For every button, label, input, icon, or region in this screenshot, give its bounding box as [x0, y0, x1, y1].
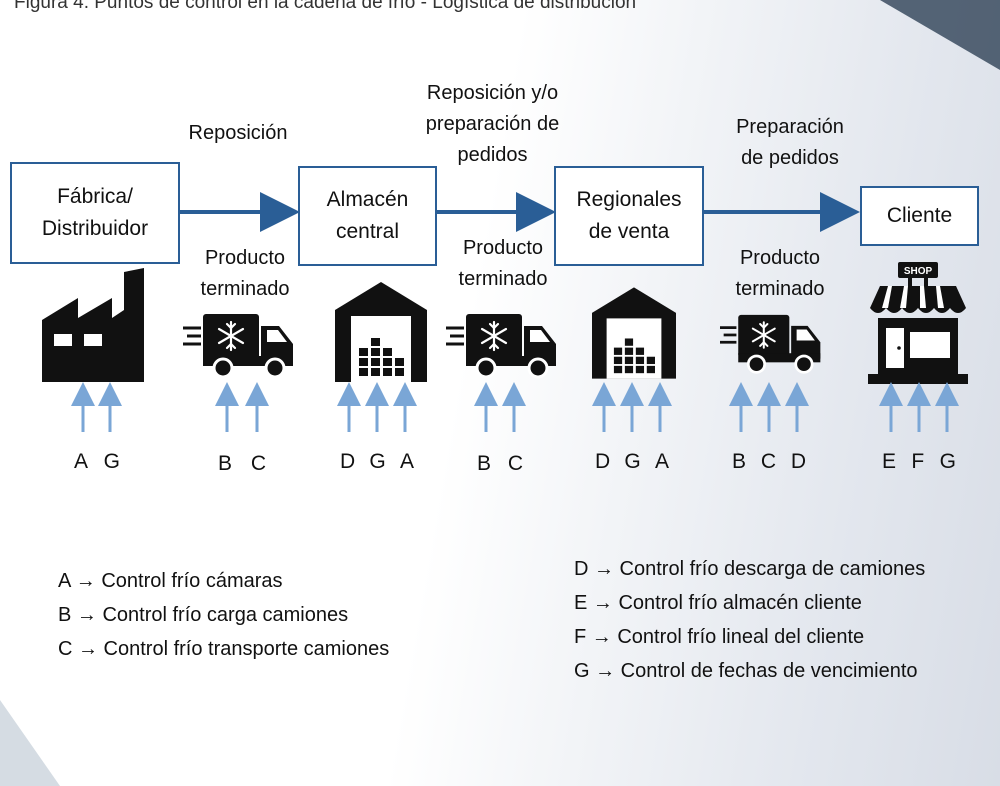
node-label-line: Regionales	[576, 188, 682, 211]
control-points-cliente: E F G	[882, 450, 956, 474]
control-letter: C	[507, 452, 523, 475]
control-points-almacen: D G A	[340, 450, 414, 474]
transport-label-1: Producto terminado	[185, 243, 305, 305]
transport-label-3: Producto terminado	[720, 243, 840, 305]
decorative-corner-bottom-left	[0, 700, 60, 786]
legend-right: D → Control frío descarga de camiones E …	[574, 552, 925, 688]
refrigerated-truck-icon	[446, 314, 556, 379]
shop-sign-text: SHOP	[904, 266, 933, 277]
control-letter: D	[340, 450, 356, 473]
control-letter: G	[369, 450, 386, 473]
legend-item: A → Control frío cámaras	[58, 570, 283, 592]
node-cliente: Cliente	[860, 186, 979, 246]
transport-label-line: terminado	[200, 278, 290, 300]
control-letter: B	[732, 450, 747, 473]
control-letter: F	[911, 450, 925, 473]
control-letter: B	[218, 452, 233, 475]
refrigerated-truck-icon	[183, 314, 293, 379]
figure-caption: Figura 4. Puntos de control en la cadena…	[14, 0, 637, 13]
flow-label-line: pedidos	[457, 144, 528, 166]
flow-label-line: Reposición y/o	[426, 82, 559, 104]
node-label-line: Fábrica/	[57, 185, 133, 208]
control-points-transport-3: B C D	[732, 450, 806, 474]
node-almacen-central: Almacén central	[298, 166, 437, 266]
legend-item: E → Control frío almacén cliente	[574, 592, 862, 614]
decorative-corner-top-right	[880, 0, 1000, 70]
node-label-line: Distribuidor	[41, 217, 149, 240]
node-label-line: Almacén	[326, 188, 409, 211]
node-label-line: Cliente	[886, 204, 953, 227]
control-letter: D	[790, 450, 806, 473]
transport-label-line: Producto	[739, 247, 821, 269]
flow-label-preparacion-pedidos: Preparación de pedidos	[720, 112, 860, 174]
control-letter: A	[654, 450, 669, 473]
control-letter: A	[399, 450, 414, 473]
node-fabrica-distribuidor: Fábrica/Distribuidor	[10, 162, 180, 264]
flow-label-line: Reposición	[188, 122, 288, 144]
warehouse-icon	[335, 282, 427, 382]
node-label-line: de venta	[588, 220, 670, 243]
transport-label-2: Producto terminado	[443, 233, 563, 295]
flow-label-reposicion-preparacion: Reposición y/o preparación de pedidos	[405, 78, 580, 171]
control-letter: C	[250, 452, 266, 475]
refrigerated-truck-icon	[720, 314, 821, 374]
control-letter: D	[595, 450, 611, 473]
node-regionales-venta: Regionales de venta	[554, 166, 704, 266]
control-letter: A	[74, 450, 89, 473]
control-letter: E	[882, 450, 897, 473]
control-points-transport-2: B C	[477, 452, 523, 476]
flow-label-line: de pedidos	[741, 147, 839, 169]
shop-icon: SHOP	[868, 262, 968, 384]
control-letter: B	[477, 452, 492, 475]
factory-icon	[42, 268, 144, 382]
legend-left: A → Control frío cámaras B → Control frí…	[58, 564, 389, 666]
control-letter: G	[103, 450, 120, 473]
legend-item: F → Control frío lineal del cliente	[574, 626, 865, 648]
control-points-transport-1: B C	[218, 452, 266, 476]
control-points-fabrica: A G	[74, 450, 120, 474]
transport-label-line: Producto	[462, 237, 544, 259]
transport-label-line: terminado	[458, 268, 548, 290]
flow-label-reposicion: Reposición	[178, 118, 298, 149]
control-letter: G	[624, 450, 641, 473]
transport-label-line: Producto	[204, 247, 286, 269]
legend-item: G → Control de fechas de vencimiento	[574, 660, 918, 682]
legend-item: C → Control frío transporte camiones	[58, 638, 390, 660]
warehouse-icon	[592, 287, 676, 379]
transport-label-line: terminado	[735, 278, 825, 300]
control-letter: C	[760, 450, 776, 473]
control-points-regionales: D G A	[595, 450, 669, 474]
control-letter: G	[939, 450, 956, 473]
node-label-line: central	[335, 220, 399, 243]
legend-item: D → Control frío descarga de camiones	[574, 558, 926, 580]
flow-label-line: preparación de	[425, 113, 560, 135]
flow-label-line: Preparación	[736, 116, 844, 138]
legend-item: B → Control frío carga camiones	[58, 604, 349, 626]
